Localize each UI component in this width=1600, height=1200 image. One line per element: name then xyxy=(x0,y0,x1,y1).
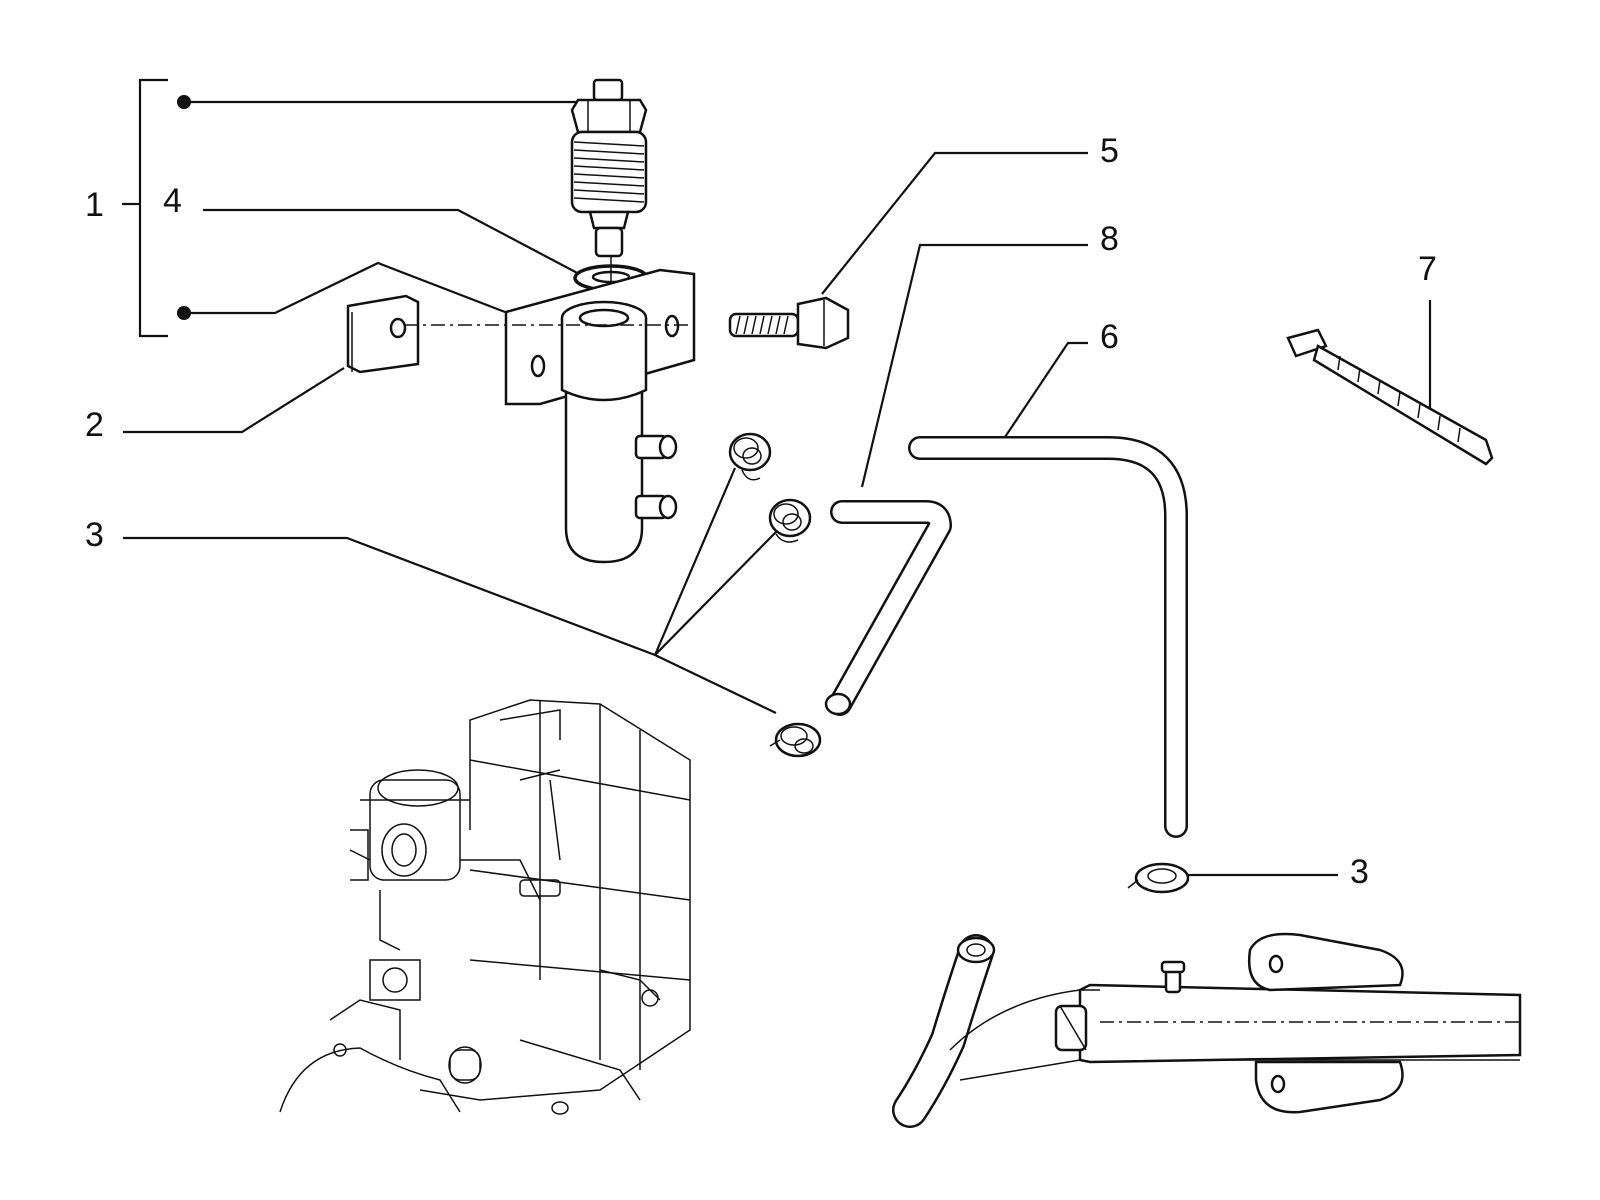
cable-tie xyxy=(1286,328,1494,466)
callout-label-2: 2 xyxy=(85,406,104,444)
callout-label-7: 7 xyxy=(1418,250,1437,288)
callout-label-4: 4 xyxy=(163,182,182,220)
clip-nut xyxy=(346,294,420,374)
hose-6 xyxy=(908,436,1188,838)
spring-clip-a xyxy=(728,432,772,481)
callout-label-6: 6 xyxy=(1100,318,1119,356)
bracket-1 xyxy=(138,78,168,338)
bolt xyxy=(728,296,850,350)
callout-label-3-right: 3 xyxy=(1350,853,1369,891)
frame-stand-assembly xyxy=(892,932,1522,1128)
engine-assembly xyxy=(279,699,691,1115)
hose-8 xyxy=(824,500,952,716)
spring-clip-b xyxy=(768,498,812,543)
sensor-valve xyxy=(570,78,648,258)
callout-label-1: 1 xyxy=(85,186,104,224)
callout-label-8: 8 xyxy=(1100,220,1119,258)
spring-clip-c xyxy=(769,722,822,758)
callout-label-5: 5 xyxy=(1100,132,1119,170)
callout-label-3-left: 3 xyxy=(85,516,104,554)
leader-lines xyxy=(122,78,1432,877)
spring-clip-d xyxy=(1127,862,1190,894)
housing-bracket xyxy=(504,268,696,564)
